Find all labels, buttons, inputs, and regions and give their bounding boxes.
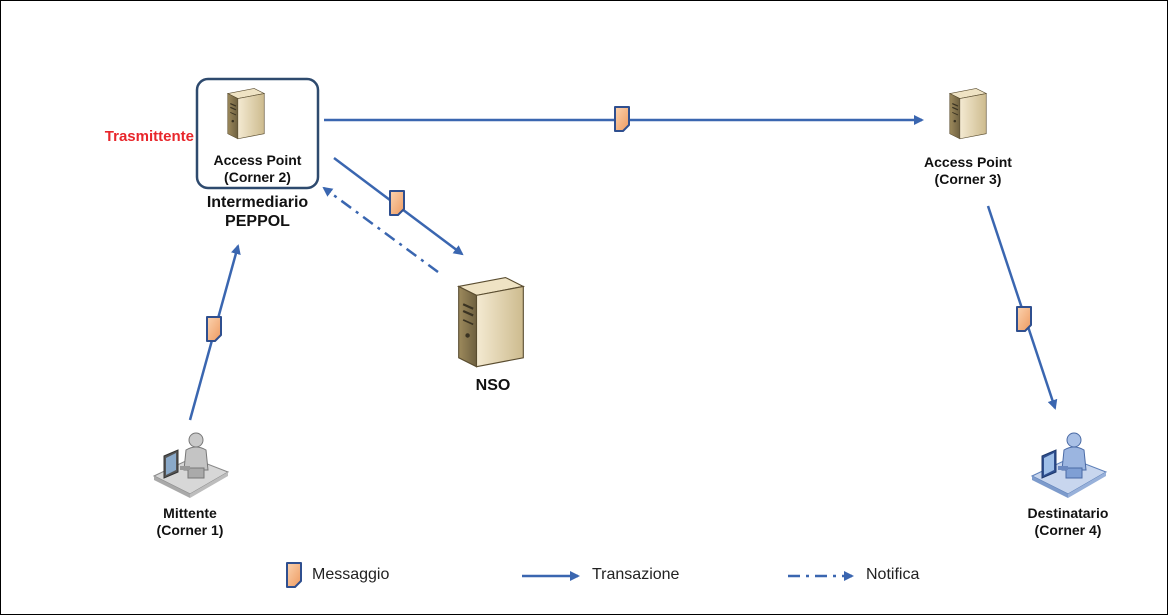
ap2-label: Access Point (Corner 2) bbox=[197, 152, 318, 186]
legend-transazione-label: Transazione bbox=[592, 566, 680, 583]
nso-label: NSO bbox=[475, 377, 511, 394]
message-icon bbox=[614, 106, 630, 132]
mittente-label-line1: Mittente bbox=[163, 505, 217, 521]
ap3-label-line2: (Corner 3) bbox=[934, 171, 1002, 187]
intermediario-label: Intermediario PEPPOL bbox=[187, 193, 328, 231]
notification-arrow bbox=[322, 186, 439, 274]
ap2-label-line1: Access Point bbox=[213, 152, 302, 168]
legend-notifica-label: Notifica bbox=[866, 566, 920, 583]
message-icon bbox=[389, 190, 405, 216]
legend-messaggio-label: Messaggio bbox=[312, 566, 390, 583]
intermediario-label-line1: Intermediario bbox=[206, 194, 309, 211]
ap3-label-line1: Access Point bbox=[924, 154, 1012, 170]
destinatario-label: Destinatario (Corner 4) bbox=[1006, 505, 1130, 539]
trasmittente-label: Trasmittente bbox=[104, 128, 194, 145]
message-icon bbox=[206, 316, 222, 342]
destinatario-user-icon bbox=[1031, 432, 1107, 498]
destinatario-label-line2: (Corner 4) bbox=[1034, 522, 1102, 538]
mittente-label-line2: (Corner 1) bbox=[156, 522, 224, 538]
ap3-label: Access Point (Corner 3) bbox=[908, 154, 1028, 188]
message-icon bbox=[1016, 306, 1032, 332]
mittente-user-icon bbox=[153, 432, 229, 498]
server-icon bbox=[227, 87, 265, 140]
mittente-label: Mittente (Corner 1) bbox=[130, 505, 250, 539]
intermediario-label-line2: PEPPOL bbox=[225, 213, 290, 230]
trasmittente-highlight-box bbox=[195, 77, 320, 190]
nso-server-icon bbox=[457, 276, 525, 368]
ap2-label-line2: (Corner 2) bbox=[224, 169, 291, 185]
destinatario-label-line1: Destinatario bbox=[1027, 505, 1109, 521]
server-icon bbox=[949, 87, 987, 140]
legend-message-icon bbox=[286, 562, 302, 588]
